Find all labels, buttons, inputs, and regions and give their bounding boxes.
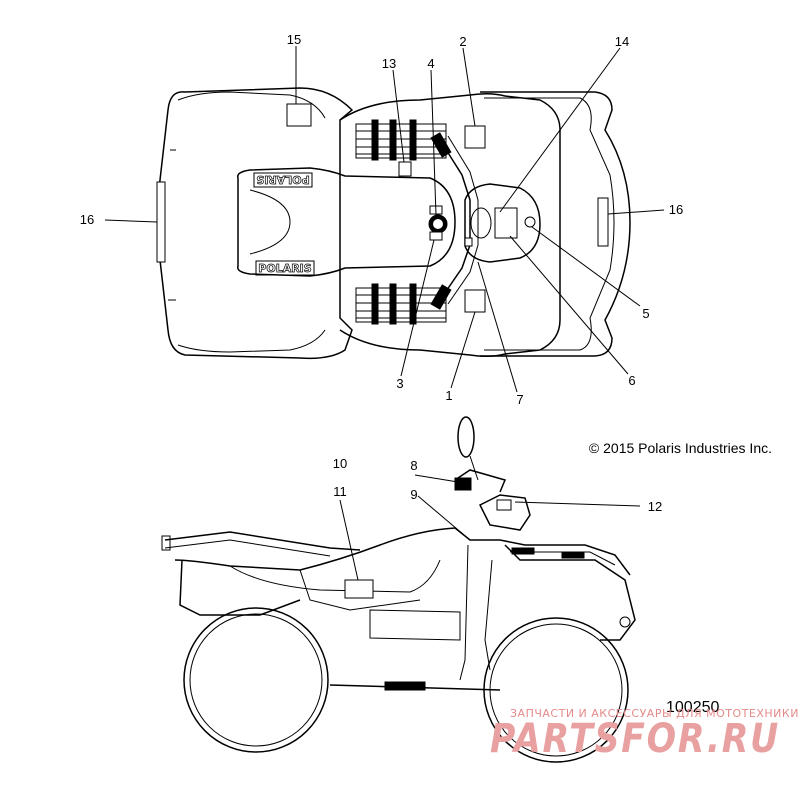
callout-2: 2	[459, 34, 466, 49]
leader-lines-top	[104, 46, 665, 393]
callout-4: 4	[427, 56, 434, 71]
footwell-left	[355, 119, 447, 161]
callout-labels-top: 15 13 4 2 14 16 16 5 6 7 1 3	[80, 32, 683, 407]
callout-labels-side: 10 11 8 9 12	[333, 456, 662, 514]
callout-3: 3	[396, 376, 403, 391]
watermark-subtitle: ЗАПЧАСТИ И АКСЕССУАРЫ ДЛЯ МОТОТЕХНИКИ	[510, 707, 799, 720]
callout-16-front: 16	[669, 202, 683, 217]
callout-11: 11	[333, 484, 347, 499]
copyright-notice: © 2015 Polaris Industries Inc.	[589, 440, 772, 456]
leader-lines-side	[339, 474, 641, 581]
seat-logo-front: POLARIS	[258, 262, 311, 275]
callout-10: 10	[333, 456, 347, 471]
footwell-right	[355, 283, 447, 325]
atv-side-view	[161, 416, 636, 763]
callout-9: 9	[410, 487, 417, 502]
callout-5: 5	[642, 306, 649, 321]
watermark: ЗАПЧАСТИ И АКСЕССУАРЫ ДЛЯ МОТОТЕХНИКИ PA…	[490, 707, 799, 762]
callout-12: 12	[648, 499, 662, 514]
seat-logo-rear: POLARIS	[256, 173, 309, 186]
callout-1: 1	[445, 388, 452, 403]
callout-8: 8	[410, 458, 417, 473]
callout-16-rear: 16	[80, 212, 94, 227]
watermark-brand: PARTSFOR.RU	[490, 716, 780, 762]
callout-13: 13	[382, 56, 396, 71]
atv-top-view: POLARIS POLARIS	[156, 87, 631, 360]
callout-7: 7	[516, 392, 523, 407]
drawing-number: 100250	[666, 699, 719, 716]
callout-15: 15	[287, 32, 301, 47]
callout-6: 6	[628, 373, 635, 388]
callout-14: 14	[615, 34, 629, 49]
